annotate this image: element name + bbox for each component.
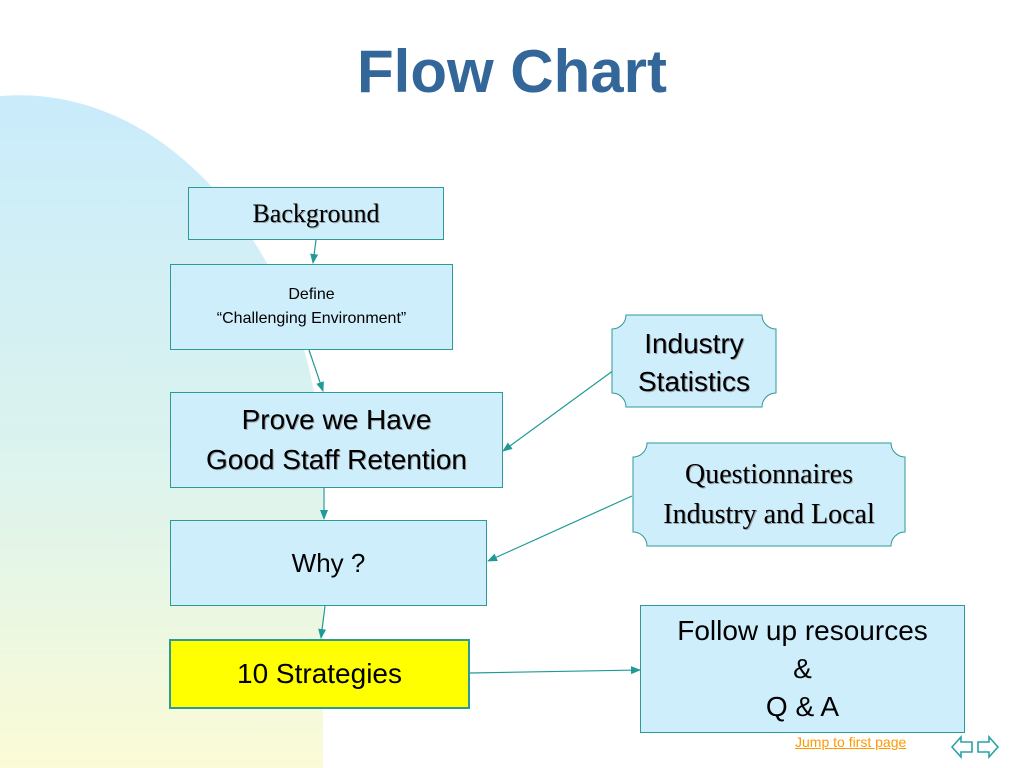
box-background: Background [188, 187, 444, 240]
box-follow-up: Follow up resources & Q & A [640, 605, 965, 733]
plaque-industry-statistics [611, 314, 777, 408]
navigation-arrows[interactable] [950, 734, 1000, 760]
arrow-statistics-to-prove [502, 369, 615, 452]
box-questionnaires-label: Questionnaires Industry and Local [663, 459, 875, 530]
box-why-label: Why ? [291, 547, 366, 578]
page-title: Flow Chart [357, 38, 667, 105]
box-industry-statistics: Industry Statistics [612, 322, 776, 404]
previous-arrow-icon [950, 734, 973, 760]
box-10-strategies: 10 Strategies [169, 639, 470, 709]
box-questionnaires: Questionnaires Industry and Local [633, 450, 905, 540]
plaque-questionnaires [632, 442, 906, 547]
arrow-why-to-strategies [318, 605, 327, 639]
arrow-define-to-prove [308, 349, 324, 392]
arrow-strategies-to-followup [469, 666, 641, 675]
box-define: Define “Challenging Environment” [170, 264, 453, 350]
arrow-questionnaires-to-why [487, 495, 633, 562]
jump-to-first-page-link[interactable]: Jump to first page [795, 734, 907, 750]
box-prove-retention-label: Prove we Have Good Staff Retention [206, 404, 467, 475]
box-why: Why ? [170, 520, 487, 606]
box-prove-retention: Prove we Have Good Staff Retention [170, 392, 503, 488]
box-10-strategies-label: 10 Strategies [237, 658, 402, 689]
box-background-label: Background [252, 198, 380, 228]
box-define-label: Define “Challenging Environment” [216, 286, 407, 327]
arrow-background-to-define [310, 239, 319, 264]
next-arrow-icon [977, 734, 1000, 760]
box-follow-up-label: Follow up resources & Q & A [677, 615, 928, 722]
box-industry-statistics-label: Industry Statistics [637, 328, 751, 397]
